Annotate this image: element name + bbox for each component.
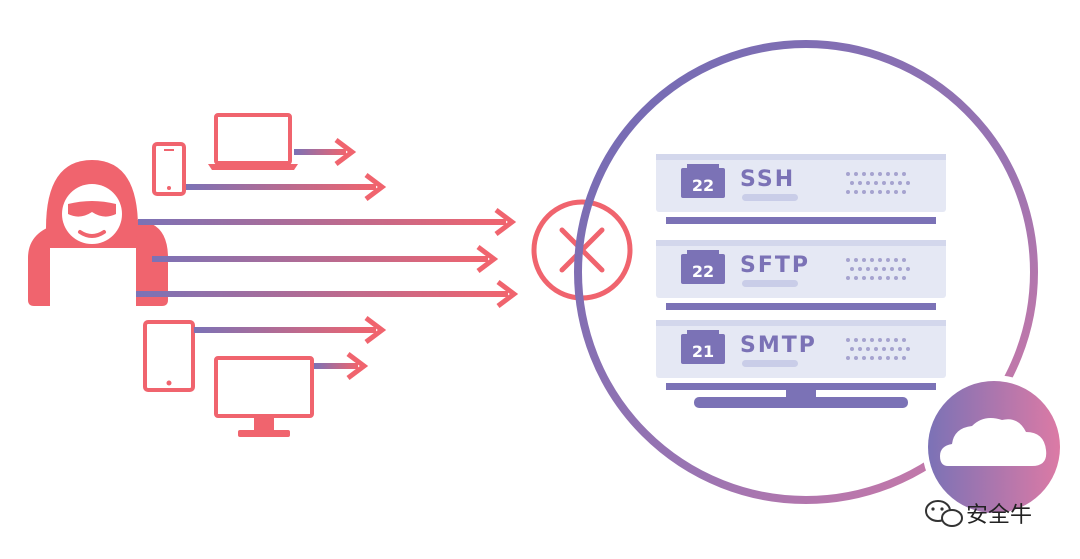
- attack-arrow: [186, 173, 387, 201]
- port-number: 22: [692, 176, 714, 195]
- cloud-badge: [922, 375, 1066, 519]
- hacker-icon: [28, 160, 168, 308]
- attack-arrows: [136, 138, 519, 380]
- attack-arrow: [294, 138, 357, 166]
- port-number: 22: [692, 262, 714, 281]
- server-unit: 22 SFTP: [656, 240, 946, 298]
- server-rack: [666, 217, 936, 408]
- attack-arrow: [138, 208, 517, 236]
- server-unit: 21 SMTP: [656, 320, 946, 378]
- monitor-icon: [214, 356, 314, 437]
- port-jack-icon: 22: [681, 250, 725, 284]
- laptop-icon: [208, 113, 298, 170]
- wechat-icon: [925, 500, 963, 527]
- status-bar: [742, 280, 798, 287]
- attack-arrow: [314, 352, 369, 380]
- watermark-text: 安全牛: [966, 503, 1032, 528]
- server-unit: 22 SSH: [656, 154, 946, 212]
- attack-arrow: [194, 316, 387, 344]
- watermark: 安全牛: [925, 500, 1032, 528]
- protocol-label: SFTP: [740, 253, 810, 278]
- attack-arrow: [152, 245, 499, 273]
- vent-dots: [846, 338, 910, 360]
- protocol-label: SSH: [740, 167, 795, 192]
- status-bar: [742, 194, 798, 201]
- port-jack-icon: 21: [681, 330, 725, 364]
- protocol-label: SMTP: [740, 333, 817, 358]
- vent-dots: [846, 172, 910, 194]
- phone-icon: [152, 142, 186, 196]
- vent-dots: [846, 258, 910, 280]
- port-number: 21: [692, 342, 714, 361]
- status-bar: [742, 360, 798, 367]
- port-jack-icon: 22: [681, 164, 725, 198]
- attack-arrow: [136, 280, 519, 308]
- tablet-icon: [143, 320, 195, 392]
- protection-ring: [574, 40, 1038, 504]
- cloud-icon: [940, 418, 1047, 466]
